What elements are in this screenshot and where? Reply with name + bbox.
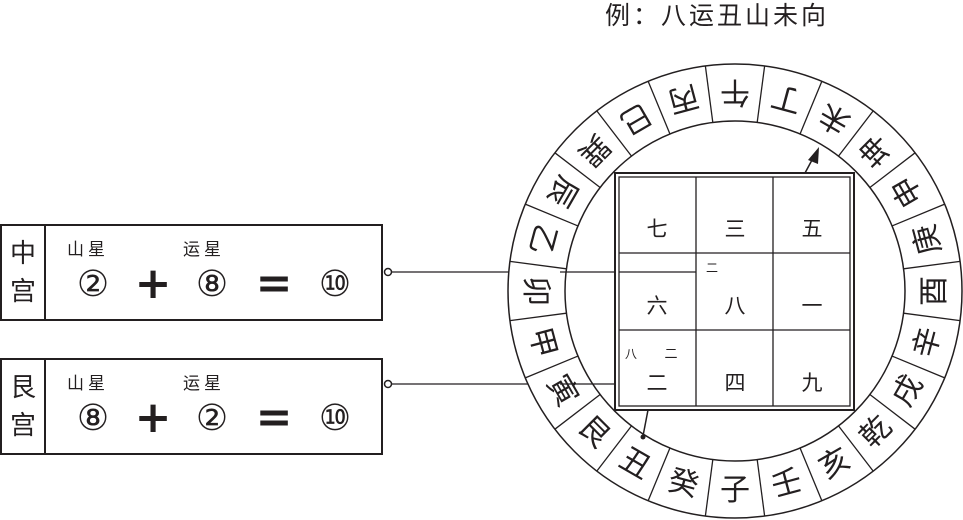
ring-divider [509,312,567,322]
facing-star-value: ⑧ [196,264,228,305]
diagram-title: 例：八运丑山未向 [605,1,829,30]
ring-divider [891,203,945,227]
sitting-dot-icon [640,434,646,440]
ring-divider [869,393,916,430]
grid-cell-star: 七 [647,217,668,241]
nine-palace-grid: 七三五六八一二四九 二 八 二 [614,172,855,411]
grid-cell-star: 五 [802,217,823,241]
equals-sign: = [256,258,293,309]
ring-mountain: 子 [720,473,750,508]
palace-box-center: 中 宫 山星 运星 ② + ⑧ = ⑩ [0,224,383,321]
ring-divider [756,459,766,517]
ring-mountain: 午 [720,74,750,109]
sum-value: ⑩ [319,264,351,305]
facing-star-value: ② [196,398,228,439]
ring-divider [891,355,945,379]
ring-mountain: 酉 [917,276,952,306]
facing-arrow-icon [808,147,819,164]
equals-sign: = [256,392,293,443]
ring-divider [903,312,961,322]
plus-sign: + [135,392,172,443]
grid-cell-star: 一 [802,294,823,318]
ring-divider [837,425,874,472]
connector-dot [383,379,393,389]
ring-divider [903,260,961,270]
center-mountain-star-annotation: 二 [706,261,718,275]
ring-divider [704,459,714,517]
grid-cell-star: 四 [725,371,746,395]
grid-cell-star: 八 [725,294,746,318]
connector-dot [383,267,393,277]
palace-name-char: 中 [10,239,36,269]
facing-star-label: 运星 [183,240,225,260]
ring-mountain: 卯 [518,276,553,306]
ring-divider [596,110,633,157]
ring-divider [647,447,671,501]
facing-direction-line [804,159,813,174]
gen-annotation-mountain: 八 [625,347,637,361]
ring-divider [837,110,874,157]
ring-divider [554,393,601,430]
ring-divider [554,152,601,189]
facing-star-label: 运星 [183,374,225,394]
ring-divider [799,447,823,501]
ring-divider [525,355,579,379]
palace-box-gen: 艮 宫 山星 运星 ⑧ + ② = ⑩ [0,358,383,455]
grid-cell-star: 三 [725,217,746,241]
ring-divider [596,425,633,472]
mountain-star-value: ⑧ [77,398,109,439]
grid-cell-star: 九 [802,371,823,395]
palace-name-char: 艮 [10,373,36,403]
mountain-star-label: 山星 [67,374,109,394]
grid-cell-star: 二 [647,371,668,395]
sitting-direction-line [642,409,649,437]
ring-divider [647,81,671,135]
palace-name-char: 宫 [10,411,36,441]
plus-sign: + [135,258,172,309]
mountain-star-label: 山星 [67,240,109,260]
grid-cell-star: 六 [647,294,668,318]
gen-annotation-facing: 二 [664,347,677,362]
sum-value: ⑩ [319,398,351,439]
ring-divider [756,65,766,123]
palace-name-char: 宫 [10,277,36,307]
ring-divider [799,81,823,135]
ring-divider [509,260,567,270]
ring-divider [869,152,916,189]
ring-divider [704,65,714,123]
mountain-star-value: ② [77,264,109,305]
ring-divider [525,203,579,227]
